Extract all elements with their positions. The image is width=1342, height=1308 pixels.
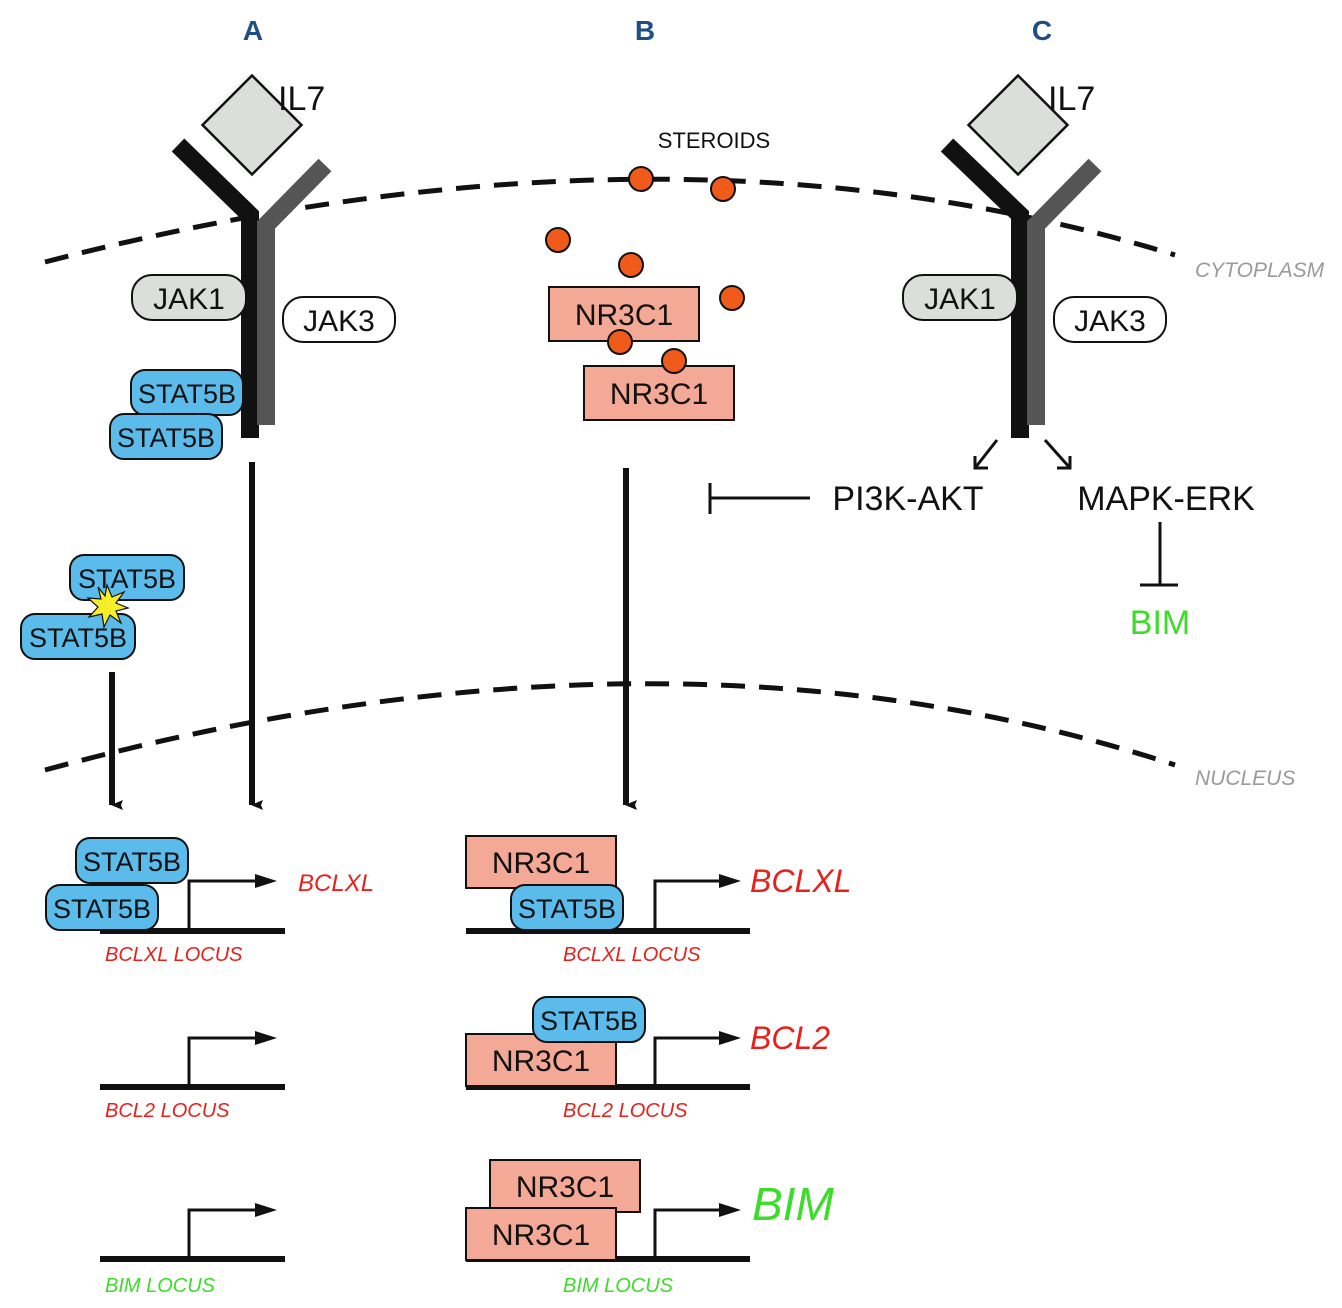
- tss-arrowhead: [255, 1031, 277, 1045]
- nr3c1-box: [465, 835, 617, 889]
- gene-label: BCLXL: [750, 863, 851, 899]
- stat5b-box-a2: [109, 413, 223, 460]
- nuclear-membrane: [44, 681, 1176, 773]
- tss-arrowhead: [255, 874, 277, 888]
- tss-arrow: [653, 1208, 722, 1259]
- tss-arrowhead: [719, 874, 741, 888]
- steroid-dot: [719, 285, 745, 311]
- locus-b-bclxl: NR3C1 STAT5B BCLXL BCLXL LOCUS: [465, 835, 851, 966]
- tss-arrowhead: [255, 1203, 277, 1217]
- nr3c1-dimer-cytoplasm: NR3C1 NR3C1: [548, 286, 735, 421]
- locus-label: BCL2 LOCUS: [105, 1100, 230, 1122]
- steroid-molecules: [545, 166, 745, 311]
- locus-label: BCL2 LOCUS: [563, 1100, 688, 1122]
- stat5b-label: STAT5B: [540, 1006, 638, 1036]
- tss-arrowhead: [719, 1203, 741, 1217]
- panel-label-c: C: [1032, 15, 1052, 46]
- steroids-label: STEROIDS: [658, 128, 770, 153]
- phosphorylation-star-icon: [86, 582, 130, 629]
- bim-label-c: BIM: [1130, 604, 1190, 642]
- nr3c1-box-b2: [583, 365, 735, 421]
- panel-label-a: A: [243, 15, 263, 46]
- steroid-dot: [710, 176, 736, 202]
- receptor-chain-il7ra-a: [171, 138, 259, 438]
- locus-a-bcl2: BCL2 LOCUS: [100, 1031, 285, 1122]
- tss-arrow: [187, 1036, 258, 1087]
- tss-arrow: [187, 879, 258, 931]
- arrow-to-mapk: [1043, 439, 1072, 469]
- pathway-arrows: [973, 439, 1072, 470]
- il7-ligand-a: [200, 73, 304, 177]
- locus-label: BCLXL LOCUS: [105, 944, 243, 966]
- il7-ligand-c: [966, 73, 1070, 177]
- gene-label: BIM: [752, 1178, 834, 1230]
- receptor-chain-il7ra-c: [940, 138, 1029, 438]
- arrow-to-pi3k: [973, 439, 999, 469]
- jak1-box-c: [902, 274, 1018, 321]
- il7-label-c: IL7: [1048, 80, 1095, 118]
- jak3-label-c: JAK3: [1074, 305, 1146, 338]
- nr3c1-label: NR3C1: [492, 847, 590, 880]
- steroid-dot: [628, 166, 654, 192]
- stat5b-box: [532, 996, 646, 1043]
- stat5b-box-n1: [75, 837, 189, 884]
- locus-label: BCLXL LOCUS: [563, 944, 701, 966]
- steroid-dot: [545, 227, 571, 253]
- gene-label: BCLXL: [298, 870, 374, 897]
- jak1-label-a: JAK1: [153, 283, 225, 316]
- gene-label: BCL2: [750, 1020, 830, 1056]
- nr3c1-label: NR3C1: [516, 1171, 614, 1204]
- stat5b-box: [510, 884, 624, 931]
- nr3c1-label-b1: NR3C1: [575, 299, 673, 332]
- stat5b-box-n2: [45, 884, 159, 931]
- receptor-chain-gamma-a: [257, 158, 332, 425]
- receptor-chain-gamma-c: [1027, 158, 1102, 425]
- stat5b-label-p2: STAT5B: [29, 623, 127, 653]
- tss-arrow: [653, 1036, 722, 1087]
- jak3-box-a: [282, 296, 396, 343]
- stat5b-box-p2: [20, 613, 136, 660]
- panel-label-b: B: [635, 15, 655, 46]
- locus-a-bim: BIM LOCUS: [100, 1203, 285, 1297]
- stat5b-label-a2: STAT5B: [117, 423, 215, 453]
- receptor-a: IL7 JAK1 JAK3 STAT5B STAT5B: [109, 73, 396, 460]
- steroid-dot-bound: [661, 348, 687, 374]
- arrow-head-pi3k: [973, 456, 988, 470]
- stat5b-label-a1: STAT5B: [138, 379, 236, 409]
- tss-arrow: [187, 1208, 258, 1259]
- tss-arrowhead: [719, 1031, 741, 1045]
- cytoplasm-label: CYTOPLASM: [1195, 259, 1325, 282]
- tss-arrow: [653, 879, 722, 931]
- stat5b-label-n1: STAT5B: [83, 847, 181, 877]
- locus-label: BIM LOCUS: [563, 1275, 674, 1297]
- pi3k-akt-label: PI3K-AKT: [832, 480, 983, 518]
- stat5b-label-p1: STAT5B: [78, 564, 176, 594]
- locus-a-bclxl: STAT5B STAT5B BCLXL BCLXL LOCUS: [45, 837, 374, 966]
- nr3c1-label: NR3C1: [492, 1045, 590, 1078]
- mapk-erk-label: MAPK-ERK: [1077, 480, 1255, 518]
- locus-b-bcl2: NR3C1 STAT5B BCL2 BCL2 LOCUS: [465, 996, 830, 1122]
- jak3-box-c: [1053, 296, 1167, 343]
- nr3c1-label: NR3C1: [492, 1219, 590, 1252]
- jak1-box-a: [131, 274, 247, 321]
- stat5b-dimer-phospho: STAT5B STAT5B: [20, 554, 185, 660]
- locus-label: BIM LOCUS: [105, 1275, 216, 1297]
- jak1-label-c: JAK1: [924, 283, 996, 316]
- arrow-head-mapk: [1057, 456, 1072, 470]
- nucleus-label: NUCLEUS: [1195, 767, 1295, 790]
- il7-label-a: IL7: [278, 80, 325, 118]
- stat5b-label: STAT5B: [518, 894, 616, 924]
- stat5b-label-n2: STAT5B: [53, 894, 151, 924]
- jak3-label-a: JAK3: [303, 305, 375, 338]
- nr3c1-box: [465, 1207, 617, 1261]
- steroid-dot: [618, 252, 644, 278]
- locus-b-bim: NR3C1 NR3C1 BIM BIM LOCUS: [465, 1159, 834, 1297]
- nr3c1-box: [489, 1159, 641, 1213]
- steroid-dot-bound: [607, 329, 633, 355]
- receptor-c: IL7 JAK1 JAK3: [902, 73, 1167, 438]
- nr3c1-label-b2: NR3C1: [610, 378, 708, 411]
